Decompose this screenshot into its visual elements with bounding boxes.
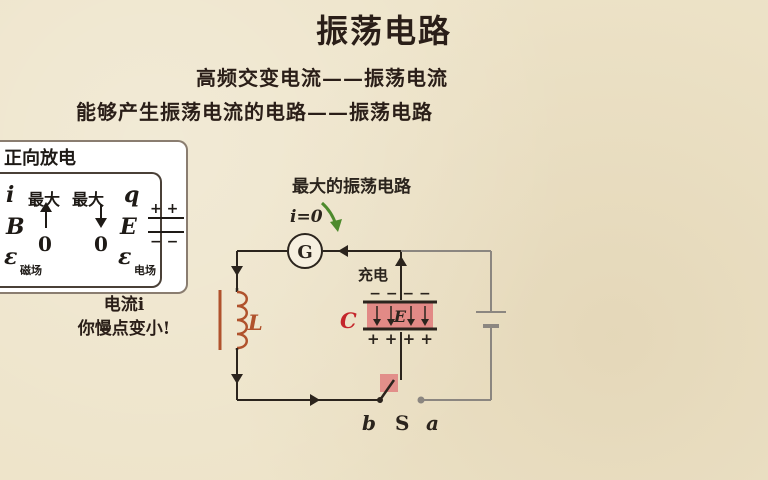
caption-line-1: 电流i [103, 295, 145, 315]
card-title: 正向放电 [4, 148, 76, 169]
definition-line-2: 能够产生振荡电流的电路——振荡电路 [76, 100, 433, 124]
inductor-label: L [247, 310, 263, 335]
symbol-i: i [6, 182, 15, 208]
card-capacitor-icon: + + − − [148, 201, 184, 250]
symbol-epsilon-magnetic: ε [4, 244, 18, 270]
battery-branch [401, 250, 492, 401]
value-zero-left: 0 [38, 232, 52, 256]
charge-label: 充电 [358, 266, 388, 284]
switch [377, 374, 425, 404]
caption-line-2: 你慢点变小! [77, 319, 171, 339]
card-inner-frame [0, 172, 162, 288]
plate-bottom-signs: + + + + [367, 330, 433, 348]
page-title: 振荡电路 [315, 12, 452, 50]
current-zero-label: i=0 [290, 207, 323, 227]
galvanometer-label: G [297, 242, 312, 263]
switch-label-S: S [395, 411, 409, 435]
subscript-electric: 电场 [134, 264, 156, 277]
galvanometer [287, 233, 323, 269]
current-arrows [231, 245, 407, 406]
field-label: E [393, 307, 407, 326]
battery-icon [476, 311, 506, 328]
svg-text:+ +: + + [150, 201, 178, 217]
capacitor [363, 300, 437, 331]
capacitor-label: C [340, 308, 357, 333]
switch-label-b: b [362, 411, 376, 435]
circuit-wires [236, 250, 402, 401]
symbol-epsilon-electric: ε [118, 244, 132, 270]
current-caption: 电流i 你慢点变小! [64, 293, 184, 341]
symbol-E: E [120, 214, 137, 240]
card-down-arrow [95, 204, 107, 228]
value-zero-right: 0 [94, 232, 108, 256]
symbol-q: q [124, 182, 140, 208]
label-max-left: 最大 [28, 190, 61, 209]
subscript-magnetic: 磁场 [20, 264, 42, 277]
green-pointer-arrow [320, 201, 342, 232]
plate-top-signs: − − − − [369, 286, 431, 302]
circuit-top-label: 最大的振荡电路 [292, 176, 412, 197]
symbol-B: B [6, 214, 25, 240]
switch-label-a: a [426, 411, 439, 435]
inductor-coil [218, 288, 248, 350]
card-up-arrow [40, 202, 52, 228]
definition-line-1: 高频交变电流——振荡电流 [196, 66, 448, 90]
svg-text:− −: − − [150, 234, 178, 250]
label-max-right: 最大 [72, 190, 105, 209]
